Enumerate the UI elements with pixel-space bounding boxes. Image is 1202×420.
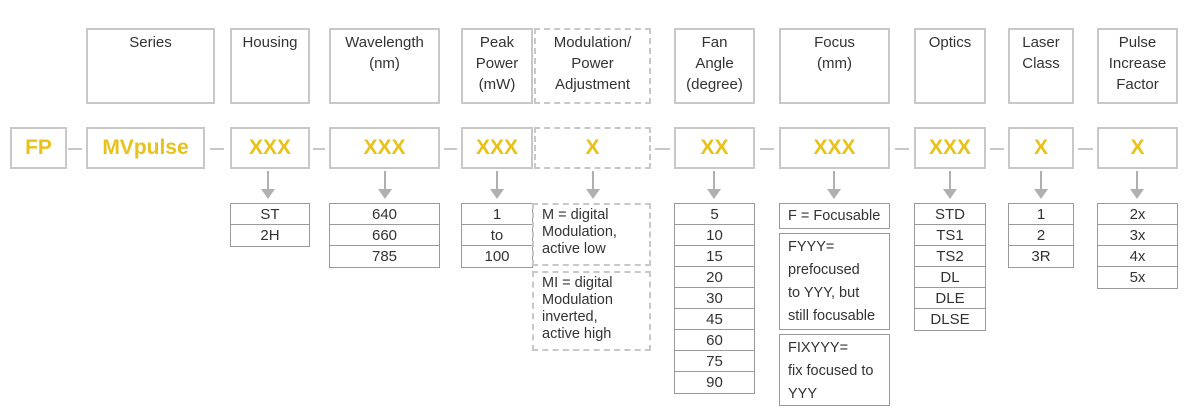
separator-dash [210,148,224,150]
focus-option-f: F = Focusable [779,203,890,229]
option-cell: 15 [675,246,754,267]
code-fp: FP [10,127,67,169]
option-cell: 3x [1098,225,1177,246]
arrow-line [592,171,594,192]
option-cell: 90 [706,374,723,391]
focus-option-fixyyy: FIXYYY= fix focused to YYY [779,334,890,406]
separator-dash [68,148,82,150]
option-cell: 100 [484,248,510,265]
separator-dash [444,148,457,150]
header-wavelength: Wavelength (nm) [329,28,440,104]
option-cell: 4x [1098,246,1177,267]
arrow-line [949,171,951,192]
header-optics: Optics [914,28,986,104]
option-cell: DLSE [930,311,970,328]
separator-dash [760,148,774,150]
option-cell: 75 [675,351,754,372]
code-series: MVpulse [86,127,205,169]
arrow-down-icon [827,189,841,199]
option-cell: to [462,225,532,246]
separator-dash [313,148,325,150]
separator-dash [895,148,909,150]
option-cell: 30 [675,288,754,309]
option-cell: 2 [1009,225,1073,246]
option-cell: 1 [462,204,532,225]
option-cell: 45 [675,309,754,330]
header-modulation: Modulation/ Power Adjustment [534,28,651,104]
arrow-line [713,171,715,192]
header-peak-power: Peak Power (mW) [461,28,533,104]
option-cell: 1 [1009,204,1073,225]
option-cell: 20 [675,267,754,288]
laser-class-options: 1 2 3R [1008,203,1074,268]
option-cell: 60 [675,330,754,351]
code-pulse: X [1097,127,1178,169]
arrow-down-icon [943,189,957,199]
header-series: Series [86,28,215,104]
code-housing: XXX [230,127,310,169]
code-laser-class: X [1008,127,1074,169]
pulse-options: 2x 3x 4x 5x [1097,203,1178,289]
arrow-line [1136,171,1138,192]
option-cell: 640 [330,204,439,225]
arrow-down-icon [261,189,275,199]
fan-angle-options: 5 10 15 20 30 45 60 75 90 [674,203,755,394]
arrow-line [384,171,386,192]
arrow-line [1040,171,1042,192]
arrow-line [496,171,498,192]
modulation-option-m: M = digital Modulation, active low [532,203,651,266]
code-focus: XXX [779,127,890,169]
option-cell: 5x [1129,269,1146,286]
option-cell: 2H [260,227,280,244]
option-cell: ST [231,204,309,225]
code-optics: XXX [914,127,986,169]
separator-dash [655,148,670,150]
header-fan-angle: Fan Angle (degree) [674,28,755,104]
header-laser-class: Laser Class [1008,28,1074,104]
arrow-down-icon [1034,189,1048,199]
optics-options: STD TS1 TS2 DL DLE DLSE [914,203,986,331]
modulation-option-mi: MI = digital Modulation inverted, active… [532,271,651,351]
option-cell: 3R [1031,248,1051,265]
option-cell: 660 [330,225,439,246]
arrow-down-icon [586,189,600,199]
header-focus: Focus (mm) [779,28,890,104]
separator-dash [990,148,1004,150]
arrow-down-icon [707,189,721,199]
arrow-down-icon [490,189,504,199]
separator-dash [1078,148,1093,150]
peak-power-options: 1 to 100 [461,203,533,268]
option-cell: TS2 [915,246,985,267]
arrow-line [267,171,269,192]
housing-options: ST 2H [230,203,310,247]
header-housing: Housing [230,28,310,104]
option-cell: 2x [1098,204,1177,225]
option-cell: 785 [371,248,398,265]
arrow-down-icon [378,189,392,199]
code-modulation: X [534,127,651,169]
wavelength-options: 640 660 785 [329,203,440,268]
focus-option-fyyy: FYYY= prefocused to YYY, but still focus… [779,233,890,330]
option-cell: 5 [675,204,754,225]
option-cell: DLE [915,288,985,309]
code-fan-angle: XX [674,127,755,169]
arrow-down-icon [1130,189,1144,199]
header-pulse: Pulse Increase Factor [1097,28,1178,104]
code-wavelength: XXX [329,127,440,169]
arrow-line [833,171,835,192]
code-peak-power: XXX [461,127,533,169]
option-cell: DL [915,267,985,288]
option-cell: STD [915,204,985,225]
option-cell: 10 [675,225,754,246]
option-cell: TS1 [915,225,985,246]
